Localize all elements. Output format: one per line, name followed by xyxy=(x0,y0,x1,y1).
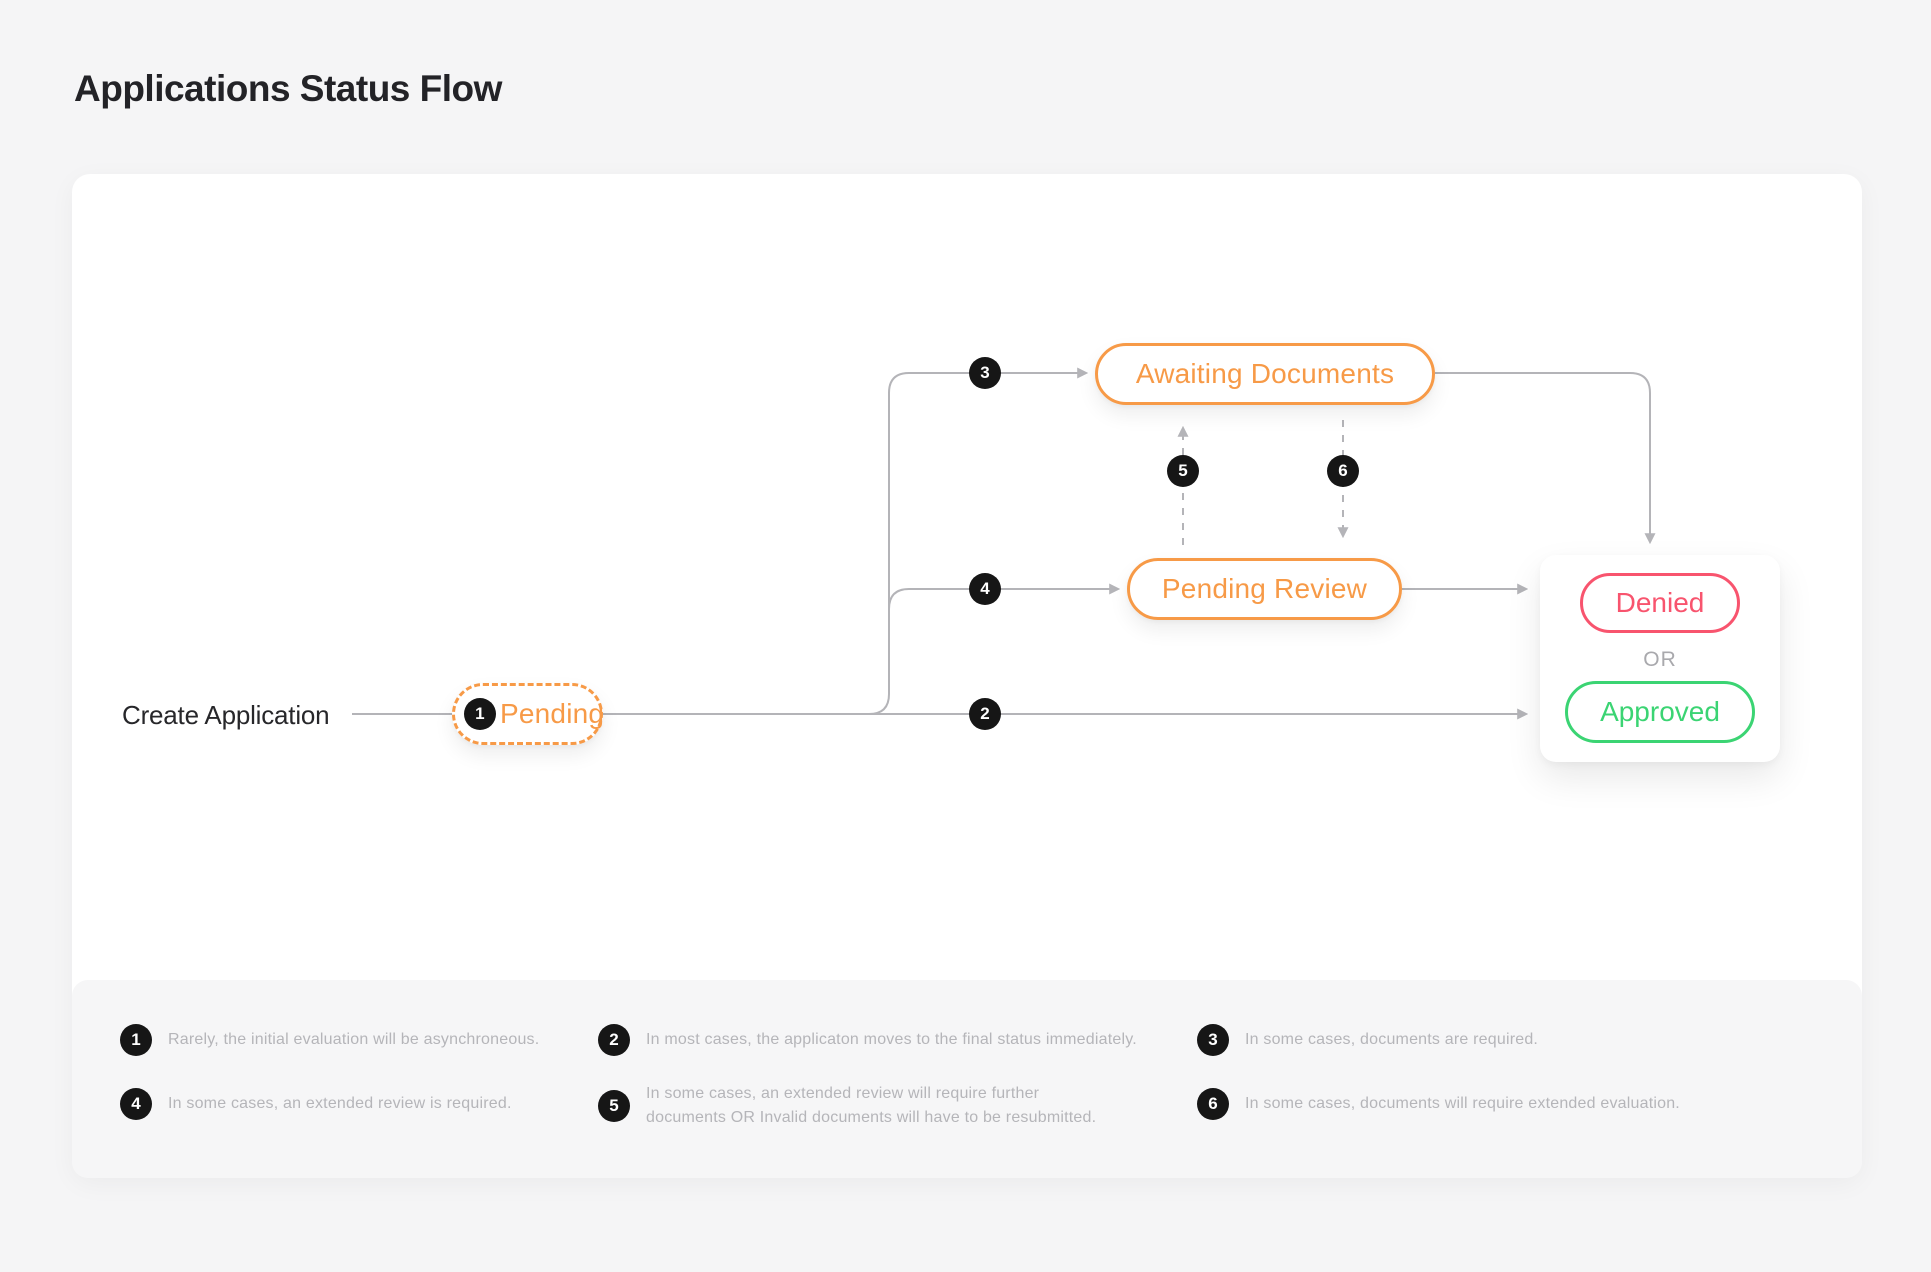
step-badge-4: 4 xyxy=(969,573,1001,605)
legend-badge-1: 1 xyxy=(120,1024,152,1056)
node-denied: Denied xyxy=(1580,573,1740,633)
legend-item-6: 6 In some cases, documents will require … xyxy=(1197,1088,1680,1120)
start-node-label: Create Application xyxy=(122,700,330,730)
legend-text-3: In some cases, documents are required. xyxy=(1245,1031,1539,1048)
legend-item-4: 4 In some cases, an extended review is r… xyxy=(120,1088,512,1120)
legend-item-5: 5 In some cases, an extended review will… xyxy=(598,1082,1116,1130)
legend-text-1: Rarely, the initial evaluation will be a… xyxy=(168,1031,540,1048)
node-pending-review: Pending Review xyxy=(1127,558,1402,620)
final-status-box: Denied OR Approved xyxy=(1540,555,1780,762)
step-badge-6: 6 xyxy=(1327,455,1359,487)
legend-text-6: In some cases, documents will require ex… xyxy=(1245,1095,1680,1112)
legend-badge-3: 3 xyxy=(1197,1024,1229,1056)
legend-item-3: 3 In some cases, documents are required. xyxy=(1197,1024,1538,1056)
node-pending: 1 Pending xyxy=(452,683,605,745)
legend-text-5: In some cases, an extended review will r… xyxy=(646,1085,1097,1126)
node-approved: Approved xyxy=(1565,681,1755,743)
legend-text-4: In some cases, an extended review is req… xyxy=(168,1095,512,1112)
legend-item-1: 1 Rarely, the initial evaluation will be… xyxy=(120,1024,539,1056)
step-badge-5: 5 xyxy=(1167,455,1199,487)
legend-item-2: 2 In most cases, the applicaton moves to… xyxy=(598,1024,1137,1056)
legend-badge-6: 6 xyxy=(1197,1088,1229,1120)
node-awaiting-documents-label: Awaiting Documents xyxy=(1135,358,1395,389)
step-badge-1: 1 xyxy=(464,698,496,730)
legend-text-2: In most cases, the applicaton moves to t… xyxy=(646,1031,1137,1048)
legend-badge-2: 2 xyxy=(598,1024,630,1056)
node-awaiting-documents: Awaiting Documents xyxy=(1095,343,1435,405)
page-title: Applications Status Flow xyxy=(74,68,502,109)
legend-panel xyxy=(72,980,1862,1178)
legend-badge-5: 5 xyxy=(598,1090,630,1122)
node-pending-review-label: Pending Review xyxy=(1161,573,1368,604)
legend-badge-4: 4 xyxy=(120,1088,152,1120)
step-badge-2: 2 xyxy=(969,698,1001,730)
or-label: OR xyxy=(1643,648,1677,671)
step-badge-3: 3 xyxy=(969,357,1001,389)
node-pending-label: Pending xyxy=(500,698,605,729)
